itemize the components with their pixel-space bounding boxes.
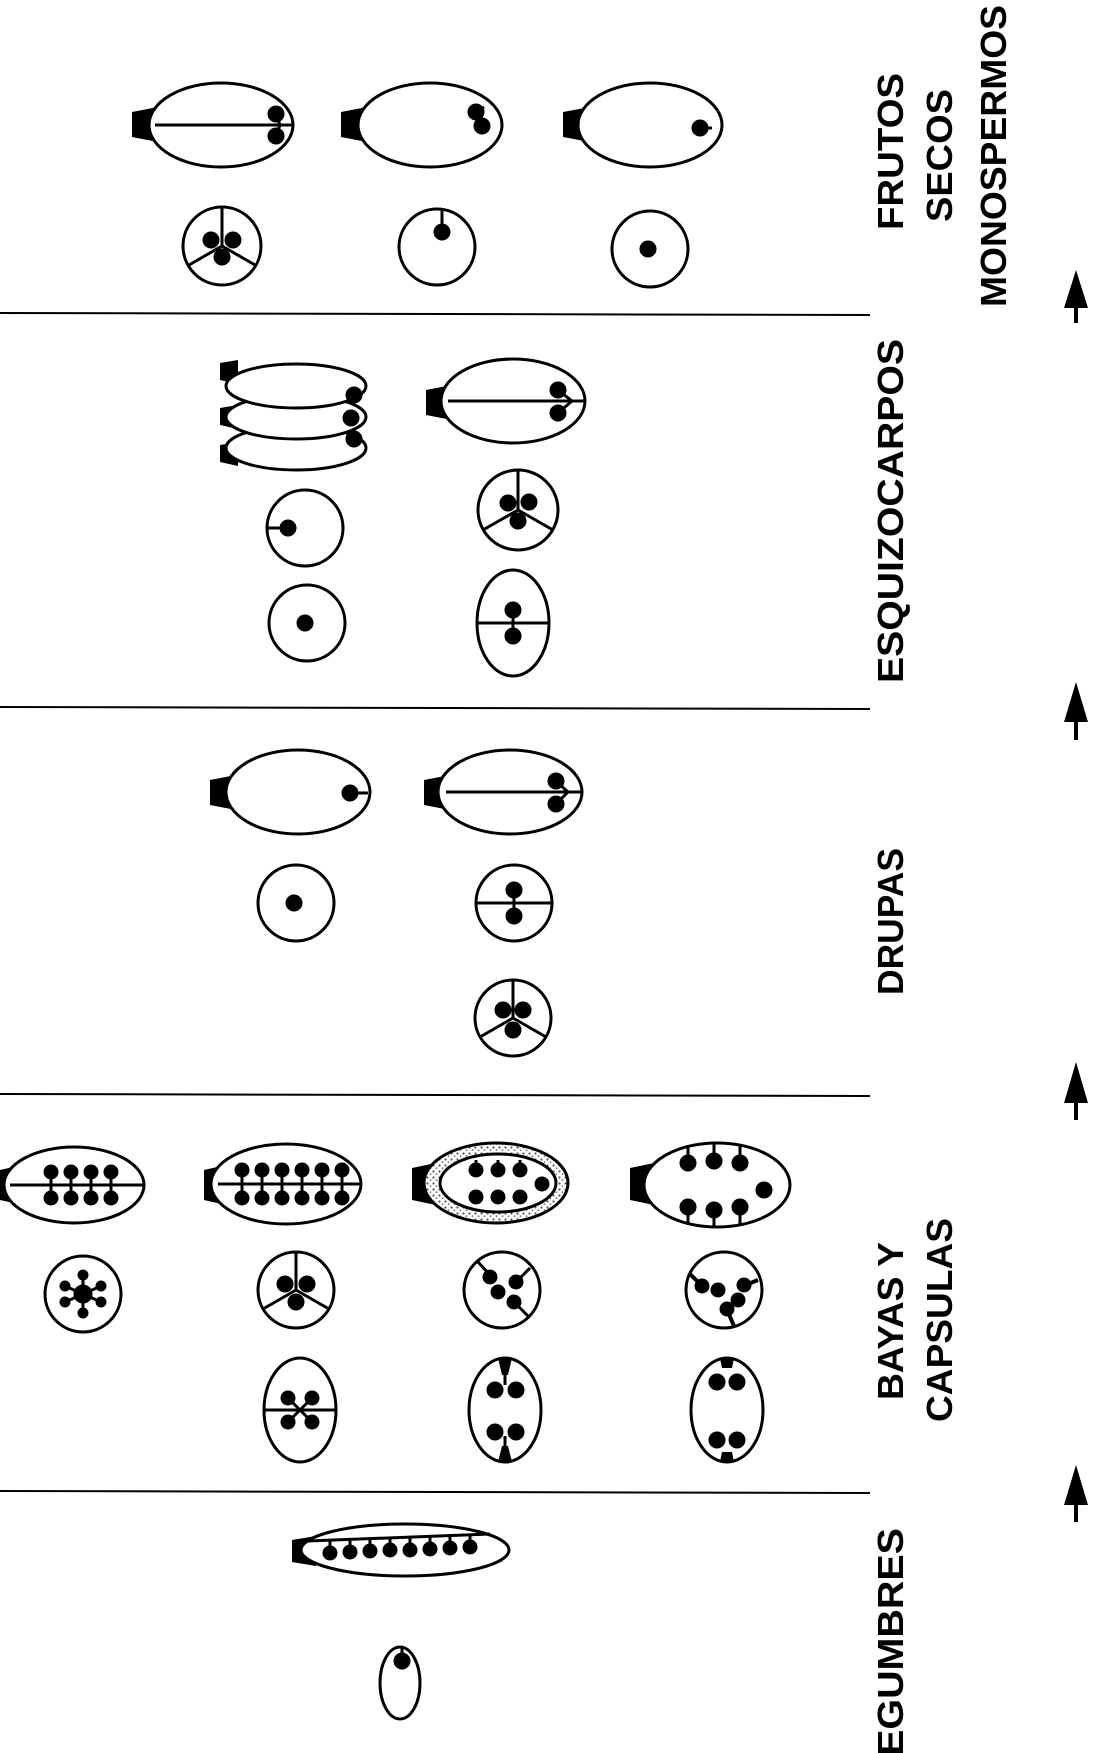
fruit-cross-section [397, 207, 477, 287]
label-legumbres: LEGUMBRES [870, 1528, 911, 1753]
fruit-cross-section [689, 1356, 765, 1464]
label-frutos-secos-line1: FRUTOS [870, 73, 911, 230]
bayas-capsulas-figures [0, 1141, 792, 1464]
fruit-longitudinal [132, 81, 295, 169]
fruit-cross-section [473, 978, 553, 1058]
fruit-cross-section [265, 488, 345, 568]
legume-longitudinal [292, 1522, 511, 1578]
ovule-row [43, 1164, 119, 1206]
label-bayas-capsulas-line2: CAPSULAS [919, 1218, 960, 1422]
fruit-cross-section [476, 468, 560, 552]
fruit-cross-section [610, 209, 690, 289]
fruit-longitudinal [412, 1141, 570, 1225]
label-bayas-capsulas-line1: BAYAS Y [870, 1242, 911, 1400]
label-drupas: DRUPAS [870, 848, 911, 995]
fruit-cross-section [267, 583, 347, 663]
evolution-arrows [1064, 270, 1088, 1522]
fruit-longitudinal [563, 81, 724, 169]
fruit-longitudinal [424, 748, 584, 836]
fruit-cross-section [475, 568, 551, 678]
fruit-longitudinal [426, 357, 587, 445]
fruit-cross-section [43, 1254, 123, 1334]
ovule-row [468, 1160, 550, 1205]
up-arrow-icon [1064, 682, 1088, 740]
ovule-row [234, 1162, 350, 1206]
frutos-secos-figures [132, 81, 724, 289]
legumbres-figures [292, 1522, 511, 1721]
fruit-longitudinal [630, 1141, 792, 1229]
up-arrow-icon [1064, 1465, 1088, 1522]
fruit-cross-section [474, 863, 554, 943]
fruit-longitudinal [210, 748, 372, 836]
up-arrow-icon [1064, 270, 1088, 323]
label-frutos-secos-line2: SECOS [919, 89, 960, 222]
up-arrow-icon [1064, 1062, 1088, 1120]
divider-2 [0, 706, 871, 710]
drupas-figures [210, 748, 584, 1058]
group-dividers [0, 312, 871, 1494]
fruit-cross-section [256, 863, 336, 943]
fruit-cross-section [684, 1250, 764, 1330]
fruit-cross-section [467, 1356, 543, 1464]
fruit-longitudinal [204, 1142, 363, 1226]
fruit-longitudinal [0, 1145, 146, 1225]
divider-1 [0, 312, 871, 316]
fruit-cross-section [462, 1250, 542, 1330]
label-esquizocarpos: ESQUIZOCARPOS [870, 339, 911, 683]
divider-3 [0, 1093, 871, 1097]
fruit-cross-section [262, 1356, 338, 1464]
fruit-cross-section [181, 205, 263, 287]
fruit-longitudinal [341, 81, 504, 169]
group-labels: LEGUMBRES BAYAS Y CAPSULAS DRUPAS ESQUIZ… [870, 5, 1014, 1753]
esquizocarpos-figures [220, 357, 587, 678]
schizocarp-mericarps [220, 360, 368, 472]
label-frutos-secos-line3: MONOSPERMOS [973, 5, 1014, 307]
divider-4 [0, 1490, 871, 1494]
fruit-cross-section [256, 1250, 336, 1330]
legume-cross-section [378, 1645, 422, 1721]
